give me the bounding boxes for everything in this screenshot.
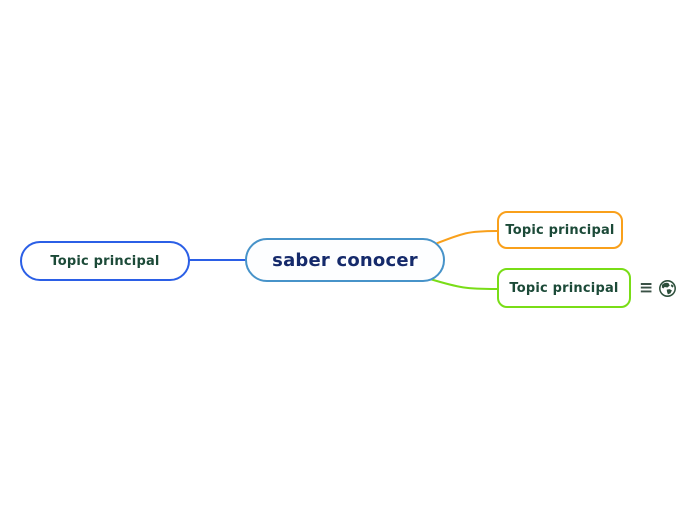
globe-icon[interactable] [658,279,677,298]
connector-topright-branch [434,230,498,245]
topic-bottom-right[interactable]: Topic principal [497,268,631,308]
topic-top-right[interactable]: Topic principal [497,211,623,249]
connector-bottomright-branch [429,278,498,290]
central-topic[interactable]: saber conocer [245,238,445,282]
notes-icon[interactable]: ≡ [639,277,654,298]
topic-bottom-right-extras: ≡ [639,276,677,300]
topic-left-label: Topic principal [50,253,160,269]
central-topic-label: saber conocer [272,249,418,271]
topic-left[interactable]: Topic principal [20,241,190,281]
globe-icon-svg [659,279,677,297]
topic-top-right-label: Topic principal [505,222,615,238]
topic-bottom-right-label: Topic principal [509,280,619,296]
